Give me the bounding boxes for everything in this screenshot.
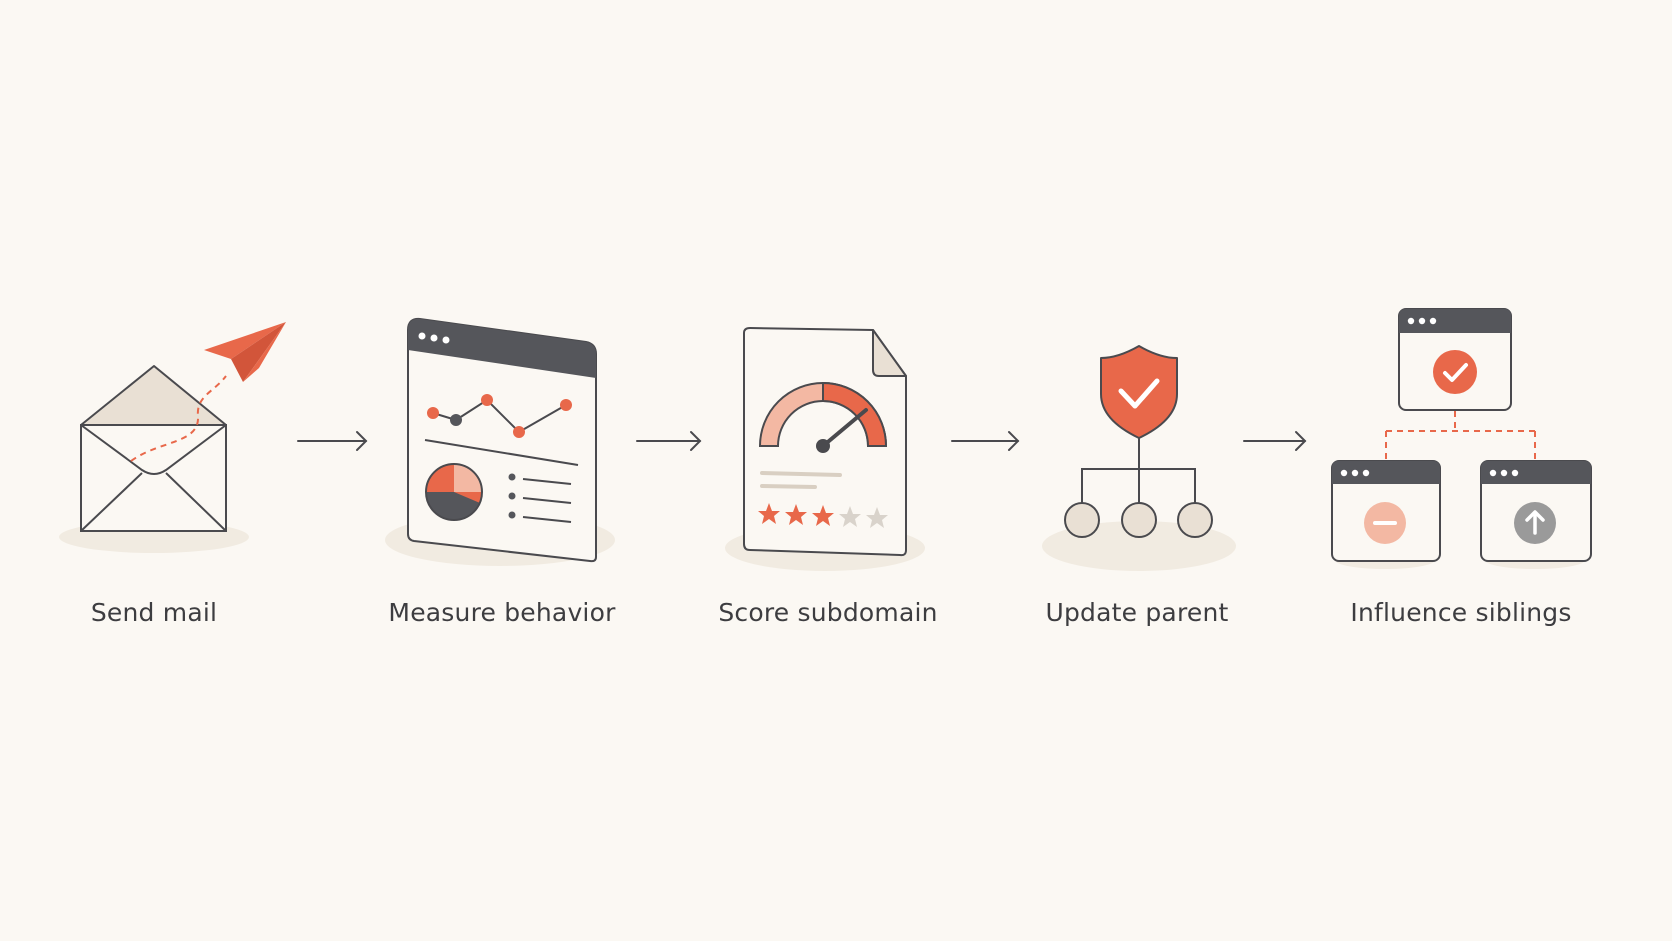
step-label-score-subdomain: Score subdomain [718,598,938,627]
flow-arrow-2 [636,431,702,451]
step-label-measure-behavior: Measure behavior [388,598,616,627]
envelope-paper-plane-icon [59,322,286,553]
step-label-update-parent: Update parent [1045,598,1229,627]
shield-hierarchy-icon [1042,345,1236,571]
step-label-influence-siblings: Influence siblings [1350,598,1572,627]
score-gauge-document-icon [725,327,925,571]
analytics-dashboard-icon [385,317,615,566]
flow-arrow-1 [297,431,368,451]
sibling-windows-icon [1331,308,1592,569]
flow-arrow-3 [951,431,1020,451]
step-label-send-mail: Send mail [90,598,218,627]
flow-arrow-4 [1243,431,1307,451]
